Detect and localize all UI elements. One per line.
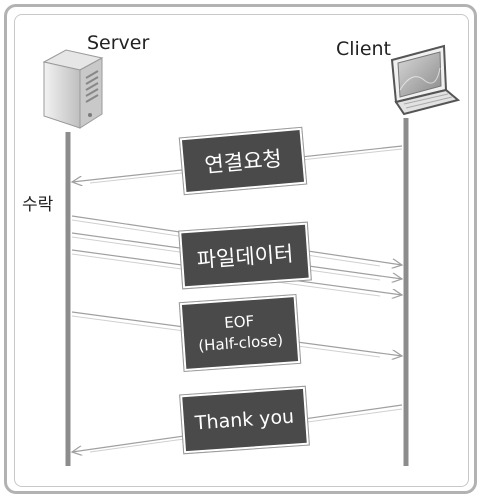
client-label: Client [336,38,392,60]
diagram-inner-border [14,14,469,487]
connect-request-box: 연결요청 [179,127,307,195]
server-label: Server [87,32,150,54]
file-data-label: 파일데이터 [196,241,295,272]
connect-request-label: 연결요청 [203,146,283,178]
eof-label-line2: (Half-close) [197,331,284,355]
accept-label: 수락 [22,195,54,215]
thank-you-label: Thank you [194,405,295,435]
laptop-icon [390,44,461,116]
thank-you-box: Thank you [180,386,309,454]
server-tower-icon [42,49,104,129]
file-data-box: 파일데이터 [179,222,311,289]
eof-box: EOF (Half-close) [179,295,301,371]
eof-label-line1: EOF [223,312,255,333]
